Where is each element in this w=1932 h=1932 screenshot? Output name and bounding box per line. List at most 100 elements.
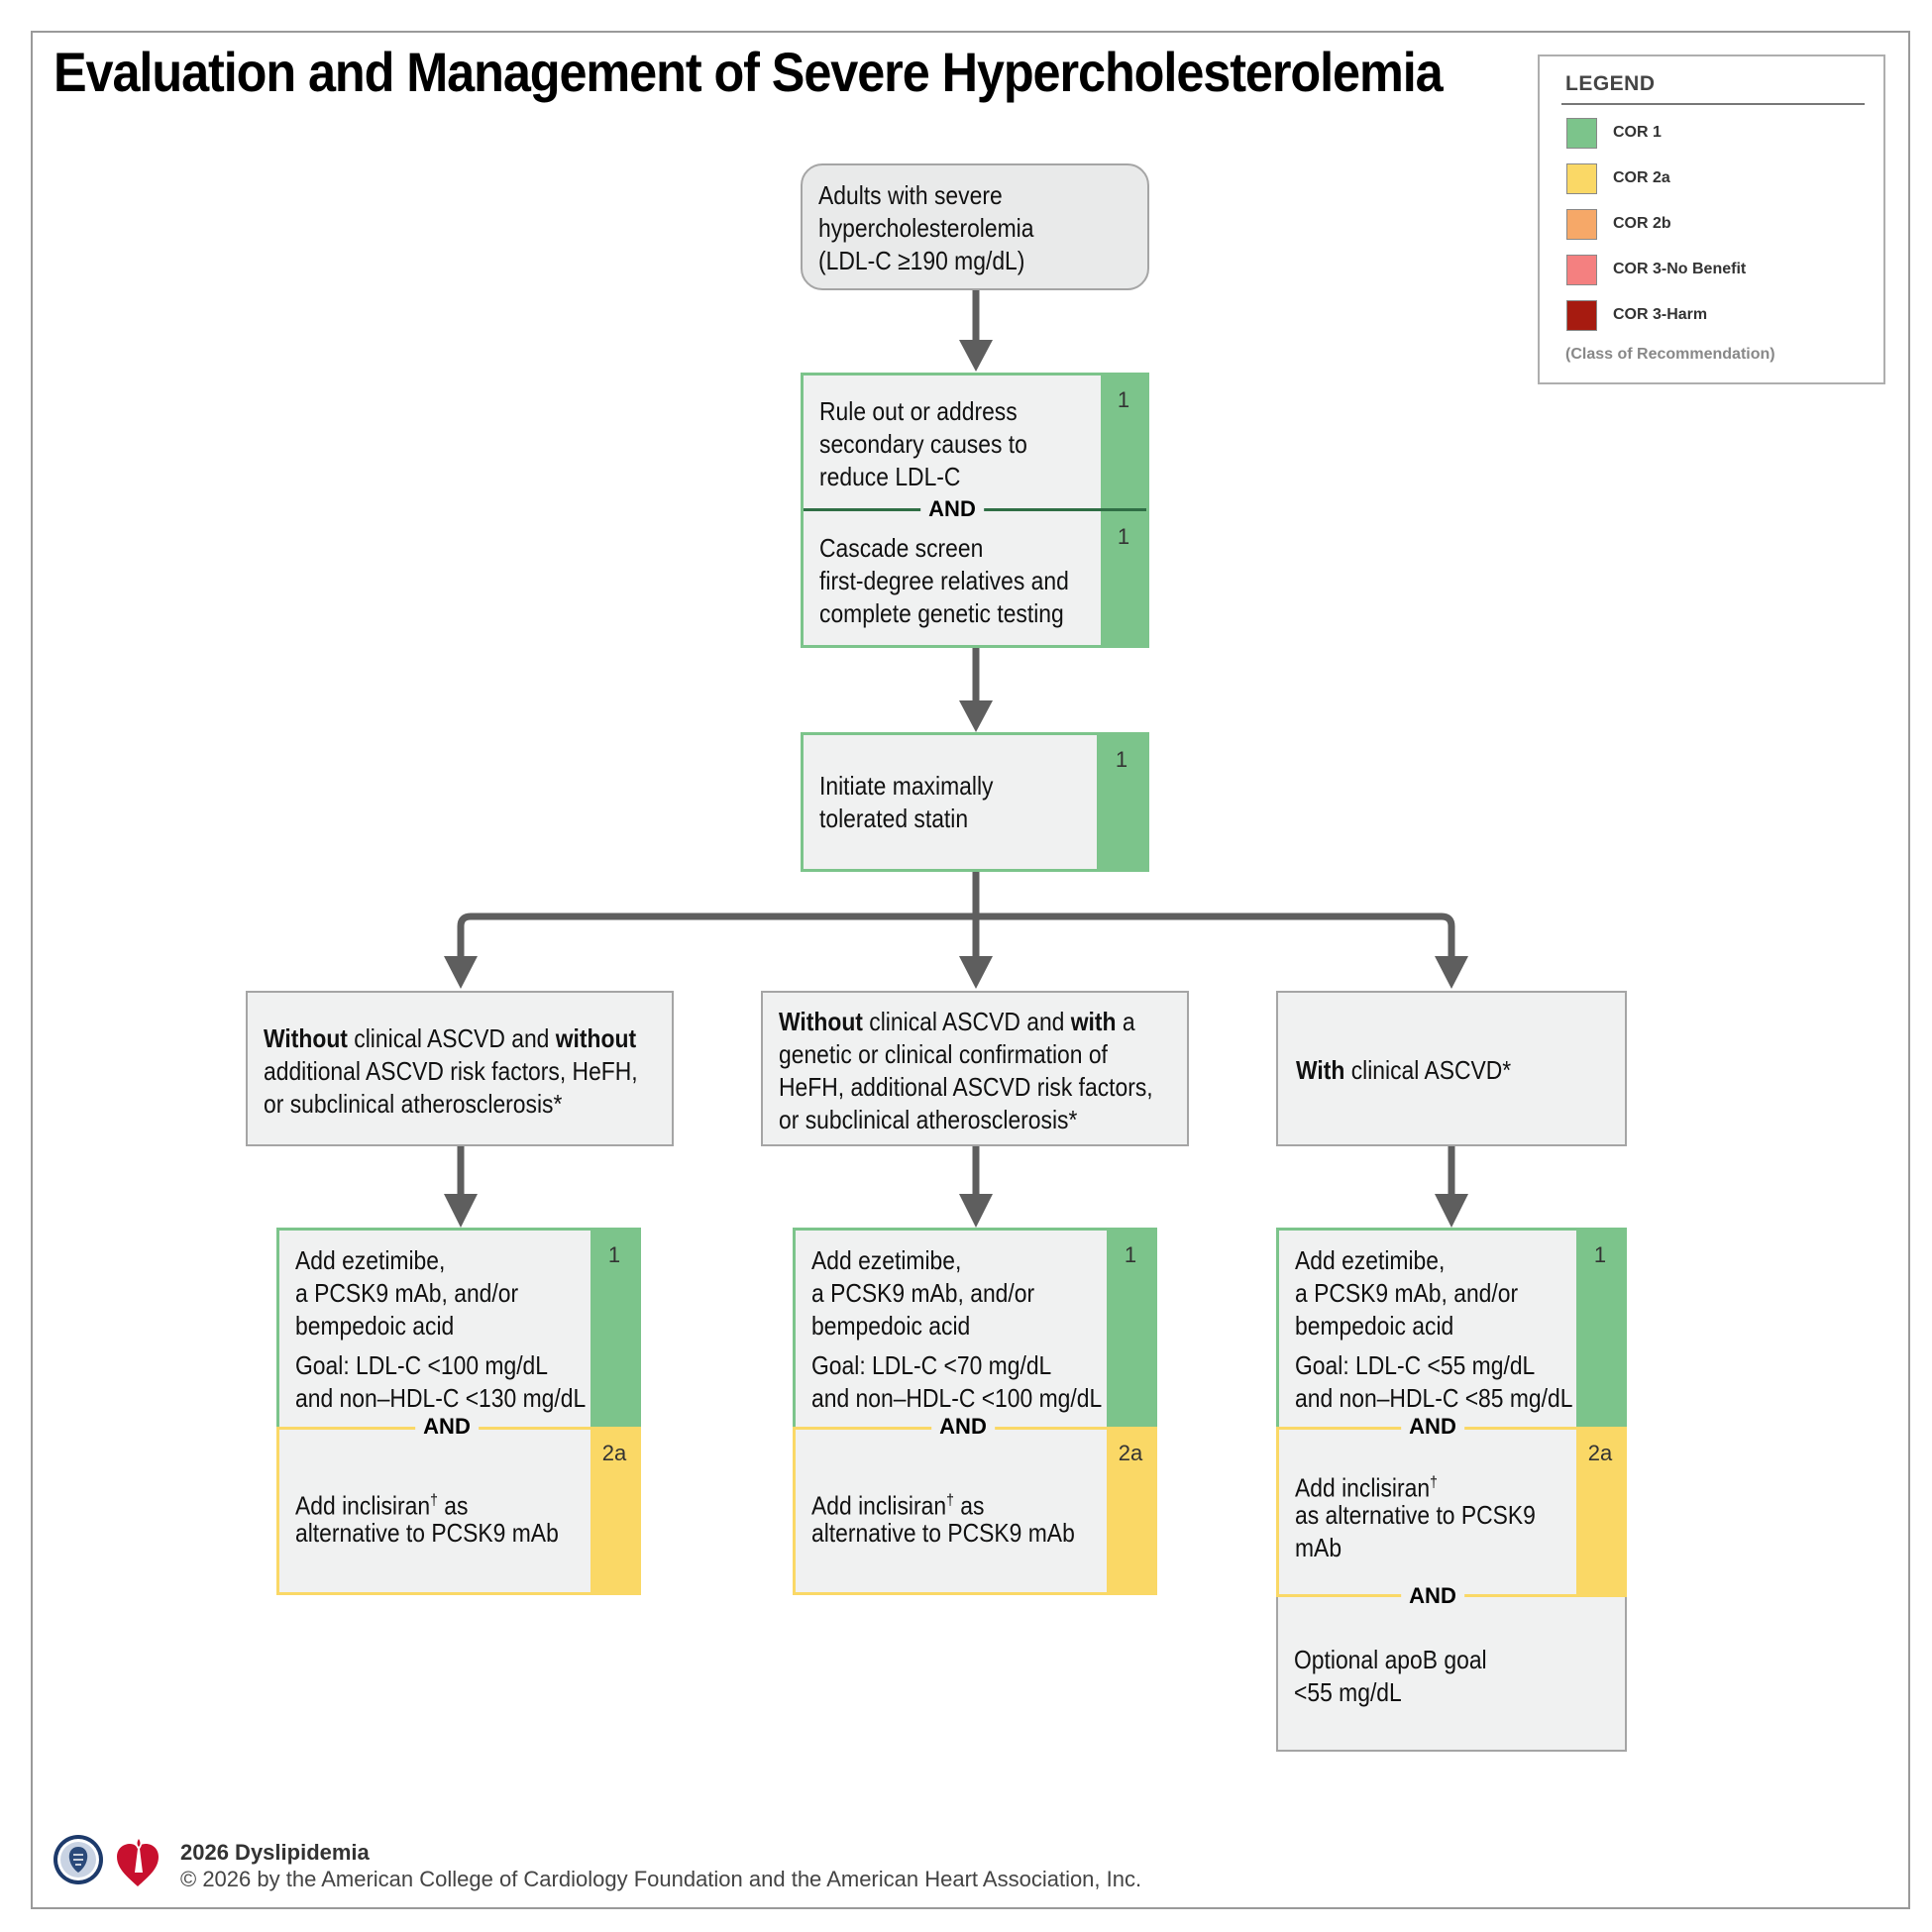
legend-swatch: [1566, 209, 1597, 240]
inclisiran-text-line: mAb: [1295, 1533, 1342, 1562]
start-box: Adults with severe hypercholesterolemia …: [801, 163, 1149, 290]
and-label: AND: [1401, 1414, 1464, 1440]
apob-text-line: Optional apoB goal: [1294, 1645, 1487, 1674]
treatment-text-line: bempedoic acid: [295, 1311, 455, 1341]
arrowhead: [959, 700, 993, 732]
figure-frame: [31, 31, 1910, 1909]
inclisiran-box-right: 2a Add inclisiran† as alternative to PCS…: [1276, 1427, 1627, 1597]
inclisiran-box-left: 2a Add inclisiran† as alternative to PCS…: [276, 1427, 641, 1595]
legend-heading: LEGEND: [1565, 72, 1656, 95]
start-text-line: Adults with severe: [818, 180, 1003, 210]
step-text-line: secondary causes to: [819, 429, 1027, 459]
inclisiran-text-line: alternative to PCSK9 mAb: [295, 1518, 559, 1548]
legend: LEGEND COR 1 COR 2a COR 2b COR 3-No Bene…: [1538, 54, 1885, 384]
step-text-line: first-degree relatives and: [819, 566, 1069, 595]
aha-heart-torch-logo: [117, 1837, 159, 1886]
legend-divider: [1561, 103, 1865, 105]
inclisiran-text-line: Add inclisiran†: [1295, 1472, 1438, 1503]
branch-line: [457, 912, 1455, 956]
step-text-line: complete genetic testing: [819, 598, 1064, 628]
arrowhead: [959, 1194, 993, 1228]
legend-swatch: [1566, 118, 1597, 149]
branch-box-hefh: Without clinical ASCVD and with a geneti…: [761, 991, 1189, 1146]
treatment-text-line: a PCSK9 mAb, and/or: [1295, 1278, 1519, 1308]
cor-label: 2a: [1118, 1441, 1143, 1465]
cor-bar: [1097, 735, 1146, 869]
cor-label: 1: [1117, 387, 1130, 412]
cor-label: 1: [1593, 1242, 1607, 1267]
footer-title: 2026 Dyslipidemia: [180, 1840, 370, 1865]
branch-text-line: Without clinical ASCVD and with a: [779, 1007, 1135, 1036]
statin-box: 1 Initiate maximally tolerated statin: [801, 732, 1149, 872]
cor-label: 1: [1115, 747, 1128, 772]
arrowhead: [1435, 956, 1468, 989]
treatment-text-line: bempedoic acid: [811, 1311, 971, 1341]
inclisiran-text-line: alternative to PCSK9 mAb: [811, 1518, 1075, 1548]
cor-label: 2a: [1587, 1441, 1613, 1465]
legend-swatch: [1566, 300, 1597, 331]
goal-text-line: Goal: LDL-C <100 mg/dL: [295, 1350, 549, 1380]
treatment-text-line: Add ezetimibe,: [811, 1245, 962, 1275]
cor-label: 1: [1124, 1242, 1137, 1267]
cor-bar: [1576, 1231, 1624, 1430]
treatment-box-middle: 1 Add ezetimibe, a PCSK9 mAb, and/or bem…: [793, 1228, 1157, 1430]
cor-label: 2a: [601, 1441, 627, 1465]
inclisiran-text-line: Add inclisiran† as: [811, 1490, 985, 1521]
branch-text-line: additional ASCVD risk factors, HeFH,: [264, 1056, 638, 1086]
treatment-text-line: Add ezetimibe,: [1295, 1245, 1446, 1275]
start-text-line: hypercholesterolemia: [818, 213, 1034, 243]
step-text-line: reduce LDL-C: [819, 462, 961, 491]
secondary-causes-box: 1 1 Rule out or address secondary causes…: [801, 373, 1149, 648]
branch-text-line: Without clinical ASCVD and without: [264, 1023, 637, 1053]
branch-text-line: HeFH, additional ASCVD risk factors,: [779, 1072, 1153, 1102]
cor-bar: [1107, 1231, 1154, 1430]
goal-text-line: and non–HDL-C <85 mg/dL: [1295, 1383, 1573, 1413]
treatment-text-line: bempedoic acid: [1295, 1311, 1454, 1341]
and-label: AND: [931, 1414, 995, 1440]
goal-text-line: and non–HDL-C <130 mg/dL: [295, 1383, 587, 1413]
apob-goal-box: Optional apoB goal <55 mg/dL: [1276, 1595, 1627, 1752]
apob-text-line: <55 mg/dL: [1294, 1677, 1402, 1707]
treatment-text-line: a PCSK9 mAb, and/or: [811, 1278, 1035, 1308]
legend-swatch: [1566, 163, 1597, 194]
and-label: AND: [920, 496, 984, 522]
cor-label: 1: [607, 1242, 621, 1267]
treatment-box-left: 1 Add ezetimibe, a PCSK9 mAb, and/or bem…: [276, 1228, 641, 1430]
legend-label: COR 2b: [1613, 215, 1671, 232]
arrowhead: [444, 1194, 478, 1228]
goal-text-line: and non–HDL-C <100 mg/dL: [811, 1383, 1103, 1413]
step-text-line: Cascade screen: [819, 533, 984, 563]
inclisiran-text-line: Add inclisiran† as: [295, 1490, 469, 1521]
arrowhead: [444, 956, 478, 989]
treatment-text-line: a PCSK9 mAb, and/or: [295, 1278, 519, 1308]
branch-text-line: or subclinical atherosclerosis*: [264, 1089, 563, 1119]
arrowhead: [1435, 1194, 1468, 1228]
treatment-text-line: Add ezetimibe,: [295, 1245, 446, 1275]
footer-copyright: © 2026 by the American College of Cardio…: [180, 1867, 1142, 1891]
arrowhead: [959, 956, 993, 989]
inclisiran-text-line: as alternative to PCSK9: [1295, 1500, 1536, 1530]
and-label: AND: [1401, 1583, 1464, 1609]
step-text-line: Rule out or address: [819, 396, 1018, 426]
legend-label: COR 3-No Benefit: [1613, 261, 1747, 277]
branch-text-line: or subclinical atherosclerosis*: [779, 1105, 1078, 1134]
start-text-line: (LDL-C ≥190 mg/dL): [818, 246, 1025, 275]
cor-bar: [590, 1231, 638, 1430]
step-text-line: tolerated statin: [819, 804, 969, 833]
branch-text-line: With clinical ASCVD*: [1296, 1055, 1512, 1085]
legend-label: COR 1: [1613, 124, 1662, 141]
cor-bar: [590, 1427, 638, 1592]
legend-label: COR 2a: [1613, 169, 1670, 186]
legend-label: COR 3-Harm: [1613, 306, 1708, 323]
branch-box-ascvd: With clinical ASCVD*: [1276, 991, 1627, 1146]
arrowhead: [959, 340, 993, 372]
branch-box-no-risk: Without clinical ASCVD and without addit…: [246, 991, 674, 1146]
page-title: Evaluation and Management of Severe Hype…: [54, 41, 1444, 103]
cor-bar: [1576, 1427, 1624, 1597]
inclisiran-box-middle: 2a Add inclisiran† as alternative to PCS…: [793, 1427, 1157, 1595]
legend-swatch: [1566, 255, 1597, 285]
cor-bar: [1107, 1427, 1154, 1592]
branch-text-line: genetic or clinical confirmation of: [779, 1039, 1108, 1069]
and-label: AND: [415, 1414, 479, 1440]
